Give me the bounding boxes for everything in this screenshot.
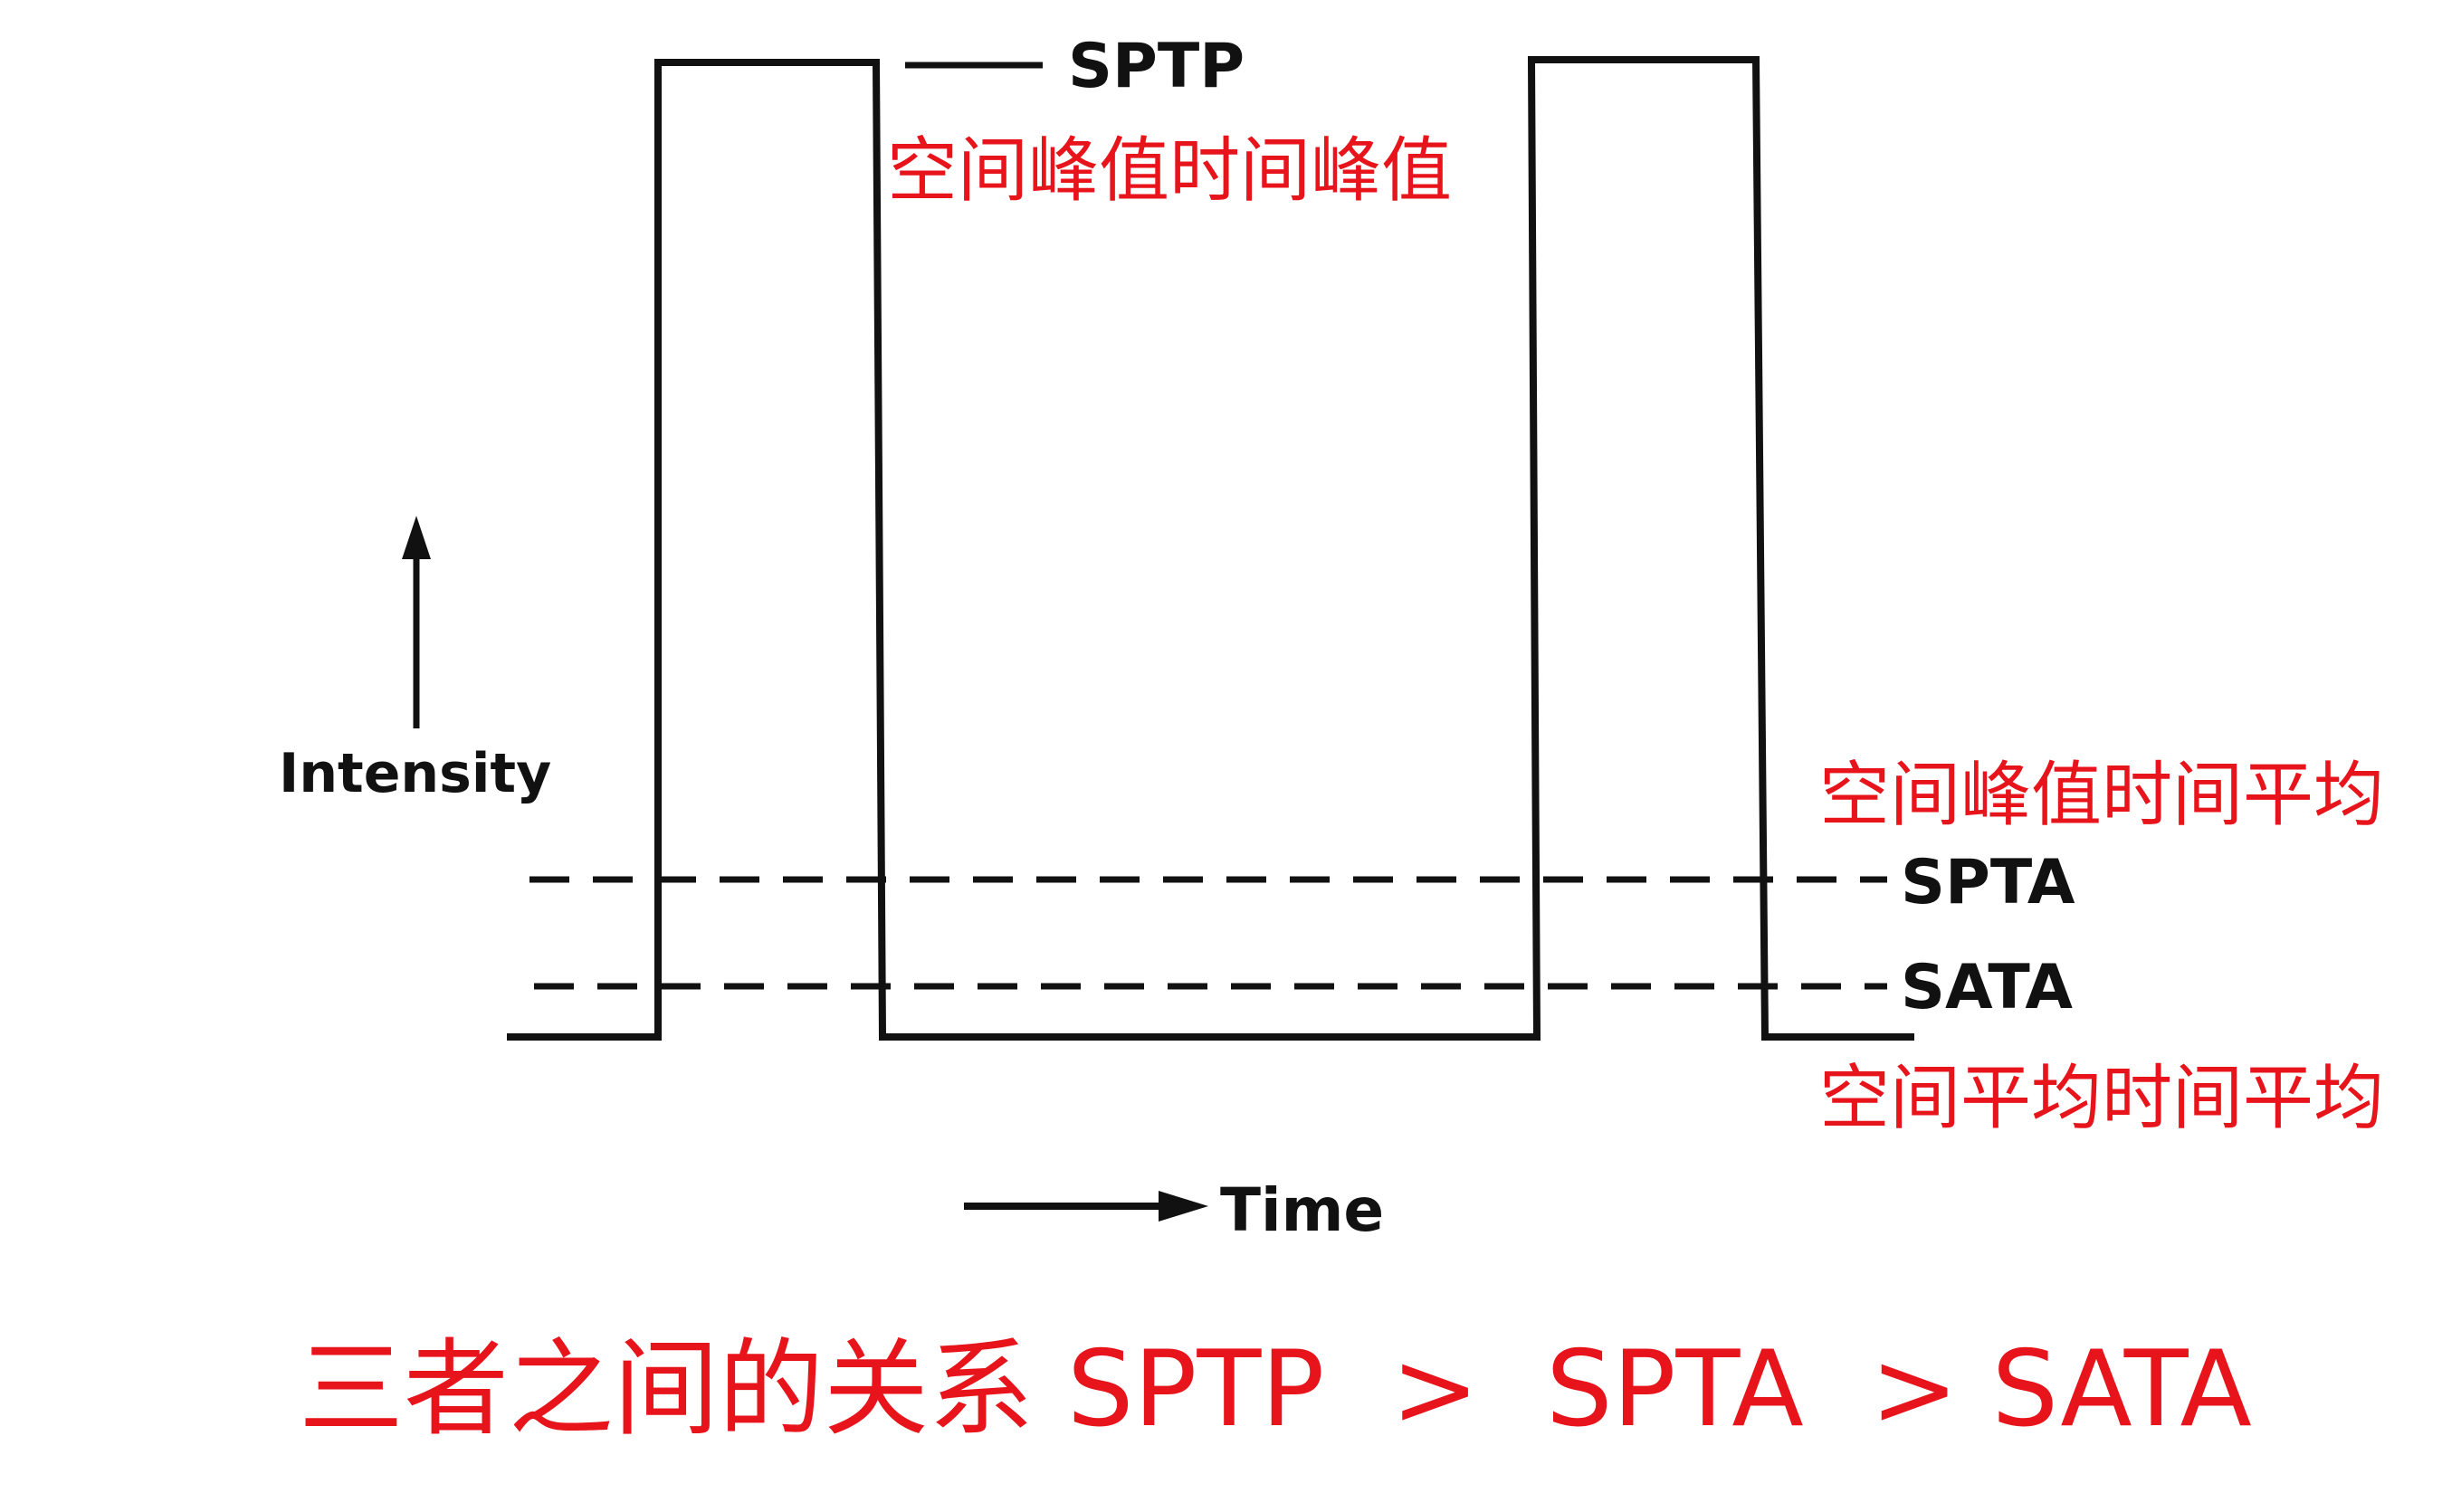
time-label: Time <box>1220 1175 1384 1245</box>
sata-chinese-annotation: 空间平均时间平均 <box>1819 1058 2384 1139</box>
spta-chinese-annotation: 空间峰值时间平均 <box>1819 755 2384 836</box>
relationship-caption: 三者之间的关系 SPTP > SPTA > SATA <box>299 1328 2252 1450</box>
intensity-arrow-icon <box>402 516 431 559</box>
intensity-label: Intensity <box>279 742 551 805</box>
sptp-chinese-annotation: 空间峰值时间峰值 <box>887 130 1452 212</box>
spta-label: SPTA <box>1901 847 2075 918</box>
sptp-label: SPTP <box>1068 31 1245 102</box>
time-arrow-icon <box>1159 1191 1208 1222</box>
sata-label: SATA <box>1901 952 2073 1023</box>
pulse-waveform <box>507 56 1914 1041</box>
